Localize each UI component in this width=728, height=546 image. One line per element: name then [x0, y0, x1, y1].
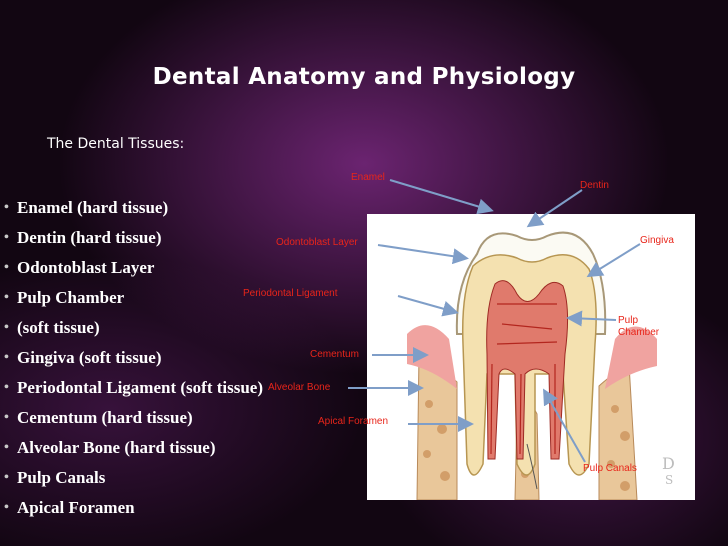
label-dentin: Dentin [580, 180, 609, 191]
bullet-icon: • [4, 290, 9, 305]
label-apical: Apical Foramen [318, 416, 389, 427]
slide-title: Dental Anatomy and Physiology [152, 64, 576, 90]
list-item: •Pulp Canals [4, 463, 264, 493]
label-pulp-canals: Pulp Canals [583, 463, 637, 474]
list-item: •Enamel (hard tissue) [4, 193, 264, 223]
bullet-icon: • [4, 470, 9, 485]
tissue-list: •Enamel (hard tissue) •Dentin (hard tiss… [4, 193, 264, 523]
tooth-illustration: D S [407, 231, 675, 501]
bullet-icon: • [4, 260, 9, 275]
label-odontoblast: Odontoblast Layer [276, 237, 358, 248]
bullet-icon: • [4, 350, 9, 365]
bullet-icon: • [4, 440, 9, 455]
list-item: •Pulp Chamber [4, 283, 264, 313]
tooth-diagram: D S [367, 214, 695, 501]
label-pulp-chamber: Pulp Chamber [618, 315, 660, 338]
list-item: •Dentin (hard tissue) [4, 223, 264, 253]
list-item: •Periodontal Ligament (soft tissue) [4, 378, 264, 397]
list-item: •Apical Foramen [4, 493, 264, 523]
list-item: •Odontoblast Layer [4, 253, 264, 283]
svg-text:S: S [665, 473, 673, 487]
list-item: •Cementum (hard tissue) [4, 403, 264, 433]
bullet-icon: • [4, 230, 9, 245]
list-item: •Gingiva (soft tissue) [4, 343, 264, 373]
slide-subtitle: The Dental Tissues: [47, 136, 185, 152]
bullet-icon: • [4, 380, 9, 395]
list-item: •Alveolar Bone (hard tissue) [4, 433, 264, 463]
label-enamel: Enamel [351, 172, 385, 183]
bullet-icon: • [4, 320, 9, 335]
label-periodontal: Periodontal Ligament [243, 288, 338, 299]
label-cementum: Cementum [310, 349, 359, 360]
label-gingiva: Gingiva [640, 235, 674, 246]
svg-text:D: D [662, 454, 675, 473]
bullet-icon: • [4, 500, 9, 515]
list-item: •(soft tissue) [4, 313, 264, 343]
bullet-icon: • [4, 200, 9, 215]
label-alveolar: Alveolar Bone [268, 382, 331, 393]
bullet-icon: • [4, 410, 9, 425]
